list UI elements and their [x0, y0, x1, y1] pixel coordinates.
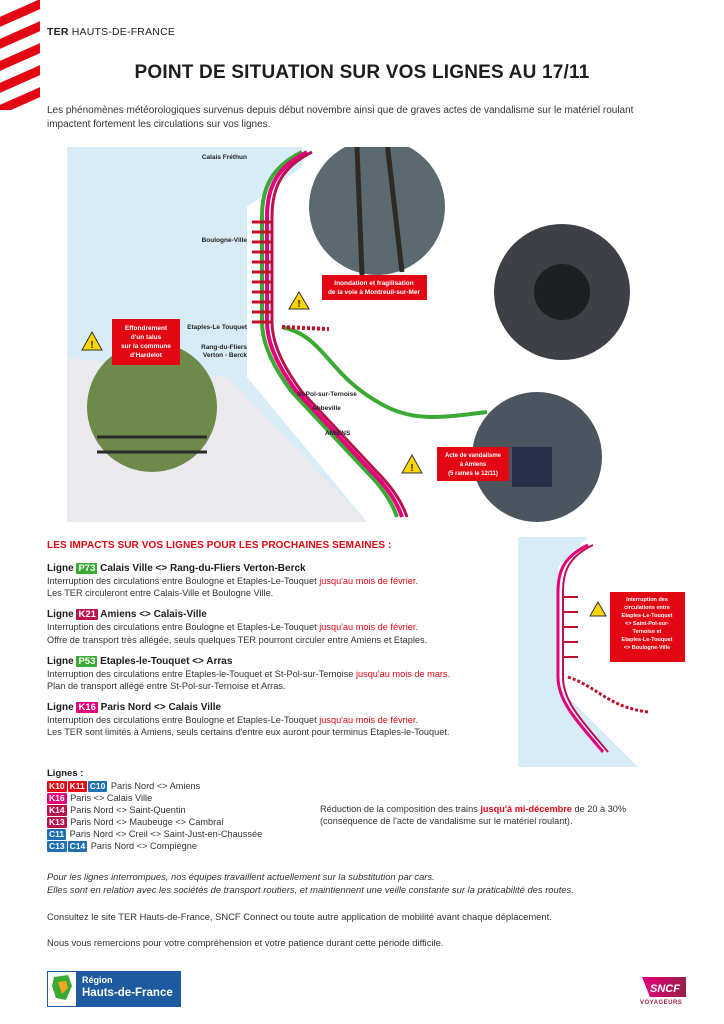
legend-row: K14 Paris Nord <> Saint-Quentin [47, 804, 186, 816]
svg-text:!: ! [90, 340, 93, 351]
photo-flooded-track [309, 139, 445, 275]
callout-effondrement: Effondrement d'un talus sur la commune d… [81, 319, 180, 365]
photo-landslide [87, 342, 217, 472]
legend-row: K13 Paris Nord <> Maubeuge <> Cambrai [47, 816, 224, 828]
line-p53 [281, 325, 488, 419]
svg-text:à Amiens: à Amiens [460, 462, 487, 468]
line-badge: P73 [76, 563, 98, 574]
svg-text:Boulogne-Ville: Boulogne-Ville [202, 237, 248, 244]
legend-row: C11 Paris Nord <> Creil <> Saint-Just-en… [47, 828, 263, 840]
svg-text:Calais Fréthun: Calais Fréthun [202, 154, 247, 161]
region-shape-icon [52, 975, 72, 1000]
impact-line-k21: Ligne K21 Amiens <> Calais-Ville Interru… [47, 609, 428, 645]
legend-row: K16 Paris <> Calais Ville [47, 792, 153, 804]
svg-text:Rang-du-Fliers: Rang-du-Fliers [201, 344, 247, 351]
small-callout: Interruption des circulations entre Etap… [589, 592, 685, 662]
line-badge: K16 [76, 702, 98, 714]
rail-map: Inondation et fragilisation de la voie à… [67, 139, 637, 522]
svg-text:d'un talus: d'un talus [131, 334, 162, 341]
svg-text:d'Hardelot: d'Hardelot [130, 352, 163, 359]
sncf-logo-icon: SNCF [642, 977, 686, 997]
svg-text:Acte de vandalisme: Acte de vandalisme [445, 453, 502, 459]
callout-inondation: Inondation et fragilisation de la voie à… [288, 275, 427, 310]
callout-vandalisme: Acte de vandalisme à Amiens (5 rames le … [401, 447, 509, 481]
thanks-text: Nous vous remercions pour votre compréhe… [47, 937, 444, 948]
brand-stripes [0, 0, 40, 110]
svg-text:Verton - Berck: Verton - Berck [203, 352, 247, 359]
svg-text:de la voie à Montreuil-sur-Mer: de la voie à Montreuil-sur-Mer [328, 289, 421, 296]
svg-text:St-Pol-sur-Ternoise: St-Pol-sur-Ternoise [297, 391, 357, 398]
svg-text:Abbeville: Abbeville [312, 405, 341, 412]
svg-text:!: ! [410, 463, 413, 474]
svg-text:Etaples-Le-Touquet: Etaples-Le-Touquet [622, 637, 673, 643]
line-badge: P53 [76, 655, 98, 667]
legend-title: Lignes : [47, 768, 84, 779]
impact-line-p73: Ligne P73 Calais Ville <> Rang-du-Fliers… [47, 563, 419, 599]
interrupted-p53 [281, 325, 330, 331]
svg-text:Effondrement: Effondrement [125, 325, 168, 332]
page-title: POINT DE SITUATION SUR VOS LIGNES AU 17/… [134, 62, 590, 83]
line-k16-k21 [260, 150, 409, 518]
brand-name: TER HAUTS-DE-FRANCE [47, 26, 176, 38]
svg-text:!: ! [297, 299, 300, 310]
svg-text:Interruption des: Interruption des [626, 597, 668, 603]
small-rail-map: Interruption des circulations entre Etap… [518, 537, 688, 767]
svg-text:(5 rames le 12/11): (5 rames le 12/11) [448, 471, 498, 477]
svg-text:<> Saint-Pol-sur-: <> Saint-Pol-sur- [625, 621, 669, 627]
svg-text:<> Boulogne-Ville: <> Boulogne-Ville [624, 645, 670, 651]
reduction-note: Réduction de la composition des trains j… [320, 804, 627, 827]
svg-text:Etaples-Le-Touquet: Etaples-Le-Touquet [622, 613, 673, 619]
interrupted-section [252, 220, 272, 324]
impacts-heading: LES IMPACTS SUR VOS LIGNES POUR LES PROC… [47, 540, 392, 551]
svg-text:Ternoise et: Ternoise et [633, 629, 662, 635]
impact-line-k16: Ligne K16 Paris Nord <> Calais Ville Int… [47, 702, 450, 738]
region-logo: Région Hauts-de-France [47, 971, 181, 1007]
impacts-section: LES IMPACTS SUR VOS LIGNES POUR LES PROC… [47, 540, 517, 749]
svg-text:SNCF: SNCF [650, 983, 680, 995]
intro-paragraph: Les phénomènes météorologiques survenus … [47, 105, 634, 130]
sncf-logo: SNCF VOYAGEURS [640, 975, 690, 1009]
substitution-notice: Pour les lignes interrompues, nos équipe… [47, 871, 574, 895]
svg-text:AMIENS: AMIENS [325, 430, 351, 437]
impact-line-p53: Ligne P53 Etaples-le-Touquet <> Arras In… [47, 655, 451, 692]
svg-text:Etaples-Le Touquet: Etaples-Le Touquet [187, 324, 248, 331]
consult-text: Consultez le site TER Hauts-de-France, S… [47, 911, 552, 922]
line-badge: K21 [76, 609, 98, 621]
svg-text:sur la commune: sur la commune [121, 343, 171, 350]
svg-text:circulations entre: circulations entre [624, 605, 670, 611]
svg-text:Inondation et fragilisation: Inondation et fragilisation [334, 280, 413, 287]
